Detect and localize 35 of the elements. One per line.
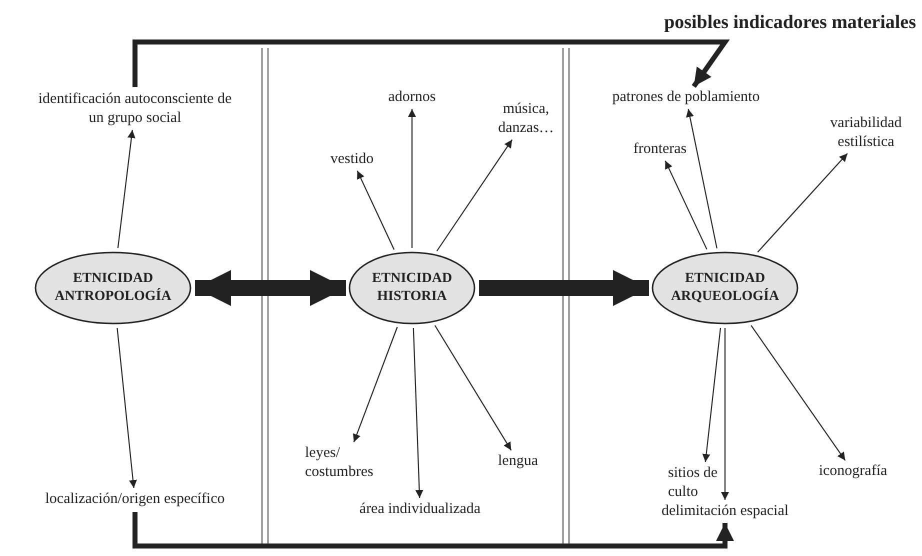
arrow bbox=[352, 326, 398, 442]
indicator-text: fronteras bbox=[622, 140, 698, 159]
indicator-text: patrones de poblamiento bbox=[600, 88, 772, 107]
concept-ellipse: ETNICIDAD ANTROPOLOGÍA bbox=[34, 251, 192, 325]
indicator-text: adornos bbox=[377, 88, 447, 107]
concept-ellipse: ETNICIDAD ARQUEOLOGÍA bbox=[651, 251, 799, 325]
arrow bbox=[132, 40, 730, 88]
arrow bbox=[412, 328, 424, 498]
indicator-text: área individualizada bbox=[350, 500, 490, 519]
indicator-text: iconografía bbox=[808, 462, 898, 481]
indicator-text: delimitación espacial bbox=[648, 502, 802, 521]
arrow bbox=[132, 512, 734, 548]
indicator-text: leyes/ costumbres bbox=[305, 444, 387, 482]
arrow bbox=[408, 109, 416, 248]
arrow bbox=[479, 270, 649, 306]
arrow bbox=[195, 270, 346, 306]
arrow bbox=[757, 153, 848, 252]
arrow bbox=[436, 139, 513, 252]
indicator-text: identificación autoconsciente de un grupo social bbox=[35, 90, 235, 128]
arrow bbox=[750, 325, 846, 461]
concept-ellipse: ETNICIDAD HISTORIA bbox=[348, 251, 476, 325]
annotation-text: posibles indicadores materiales bbox=[664, 12, 916, 34]
arrow bbox=[702, 328, 722, 462]
arrow bbox=[117, 130, 136, 248]
indicator-text: variabilidad estilística bbox=[818, 114, 914, 152]
arrow bbox=[664, 160, 708, 250]
arrow bbox=[686, 108, 718, 248]
arrow bbox=[356, 170, 395, 250]
indicator-text: localización/origen específico bbox=[5, 490, 265, 509]
arrow bbox=[721, 328, 729, 500]
arrow bbox=[116, 328, 137, 488]
indicator-text: música, danzas… bbox=[490, 100, 562, 138]
arrow bbox=[434, 325, 512, 451]
indicator-text: lengua bbox=[488, 452, 548, 471]
indicator-text: vestido bbox=[322, 150, 382, 169]
